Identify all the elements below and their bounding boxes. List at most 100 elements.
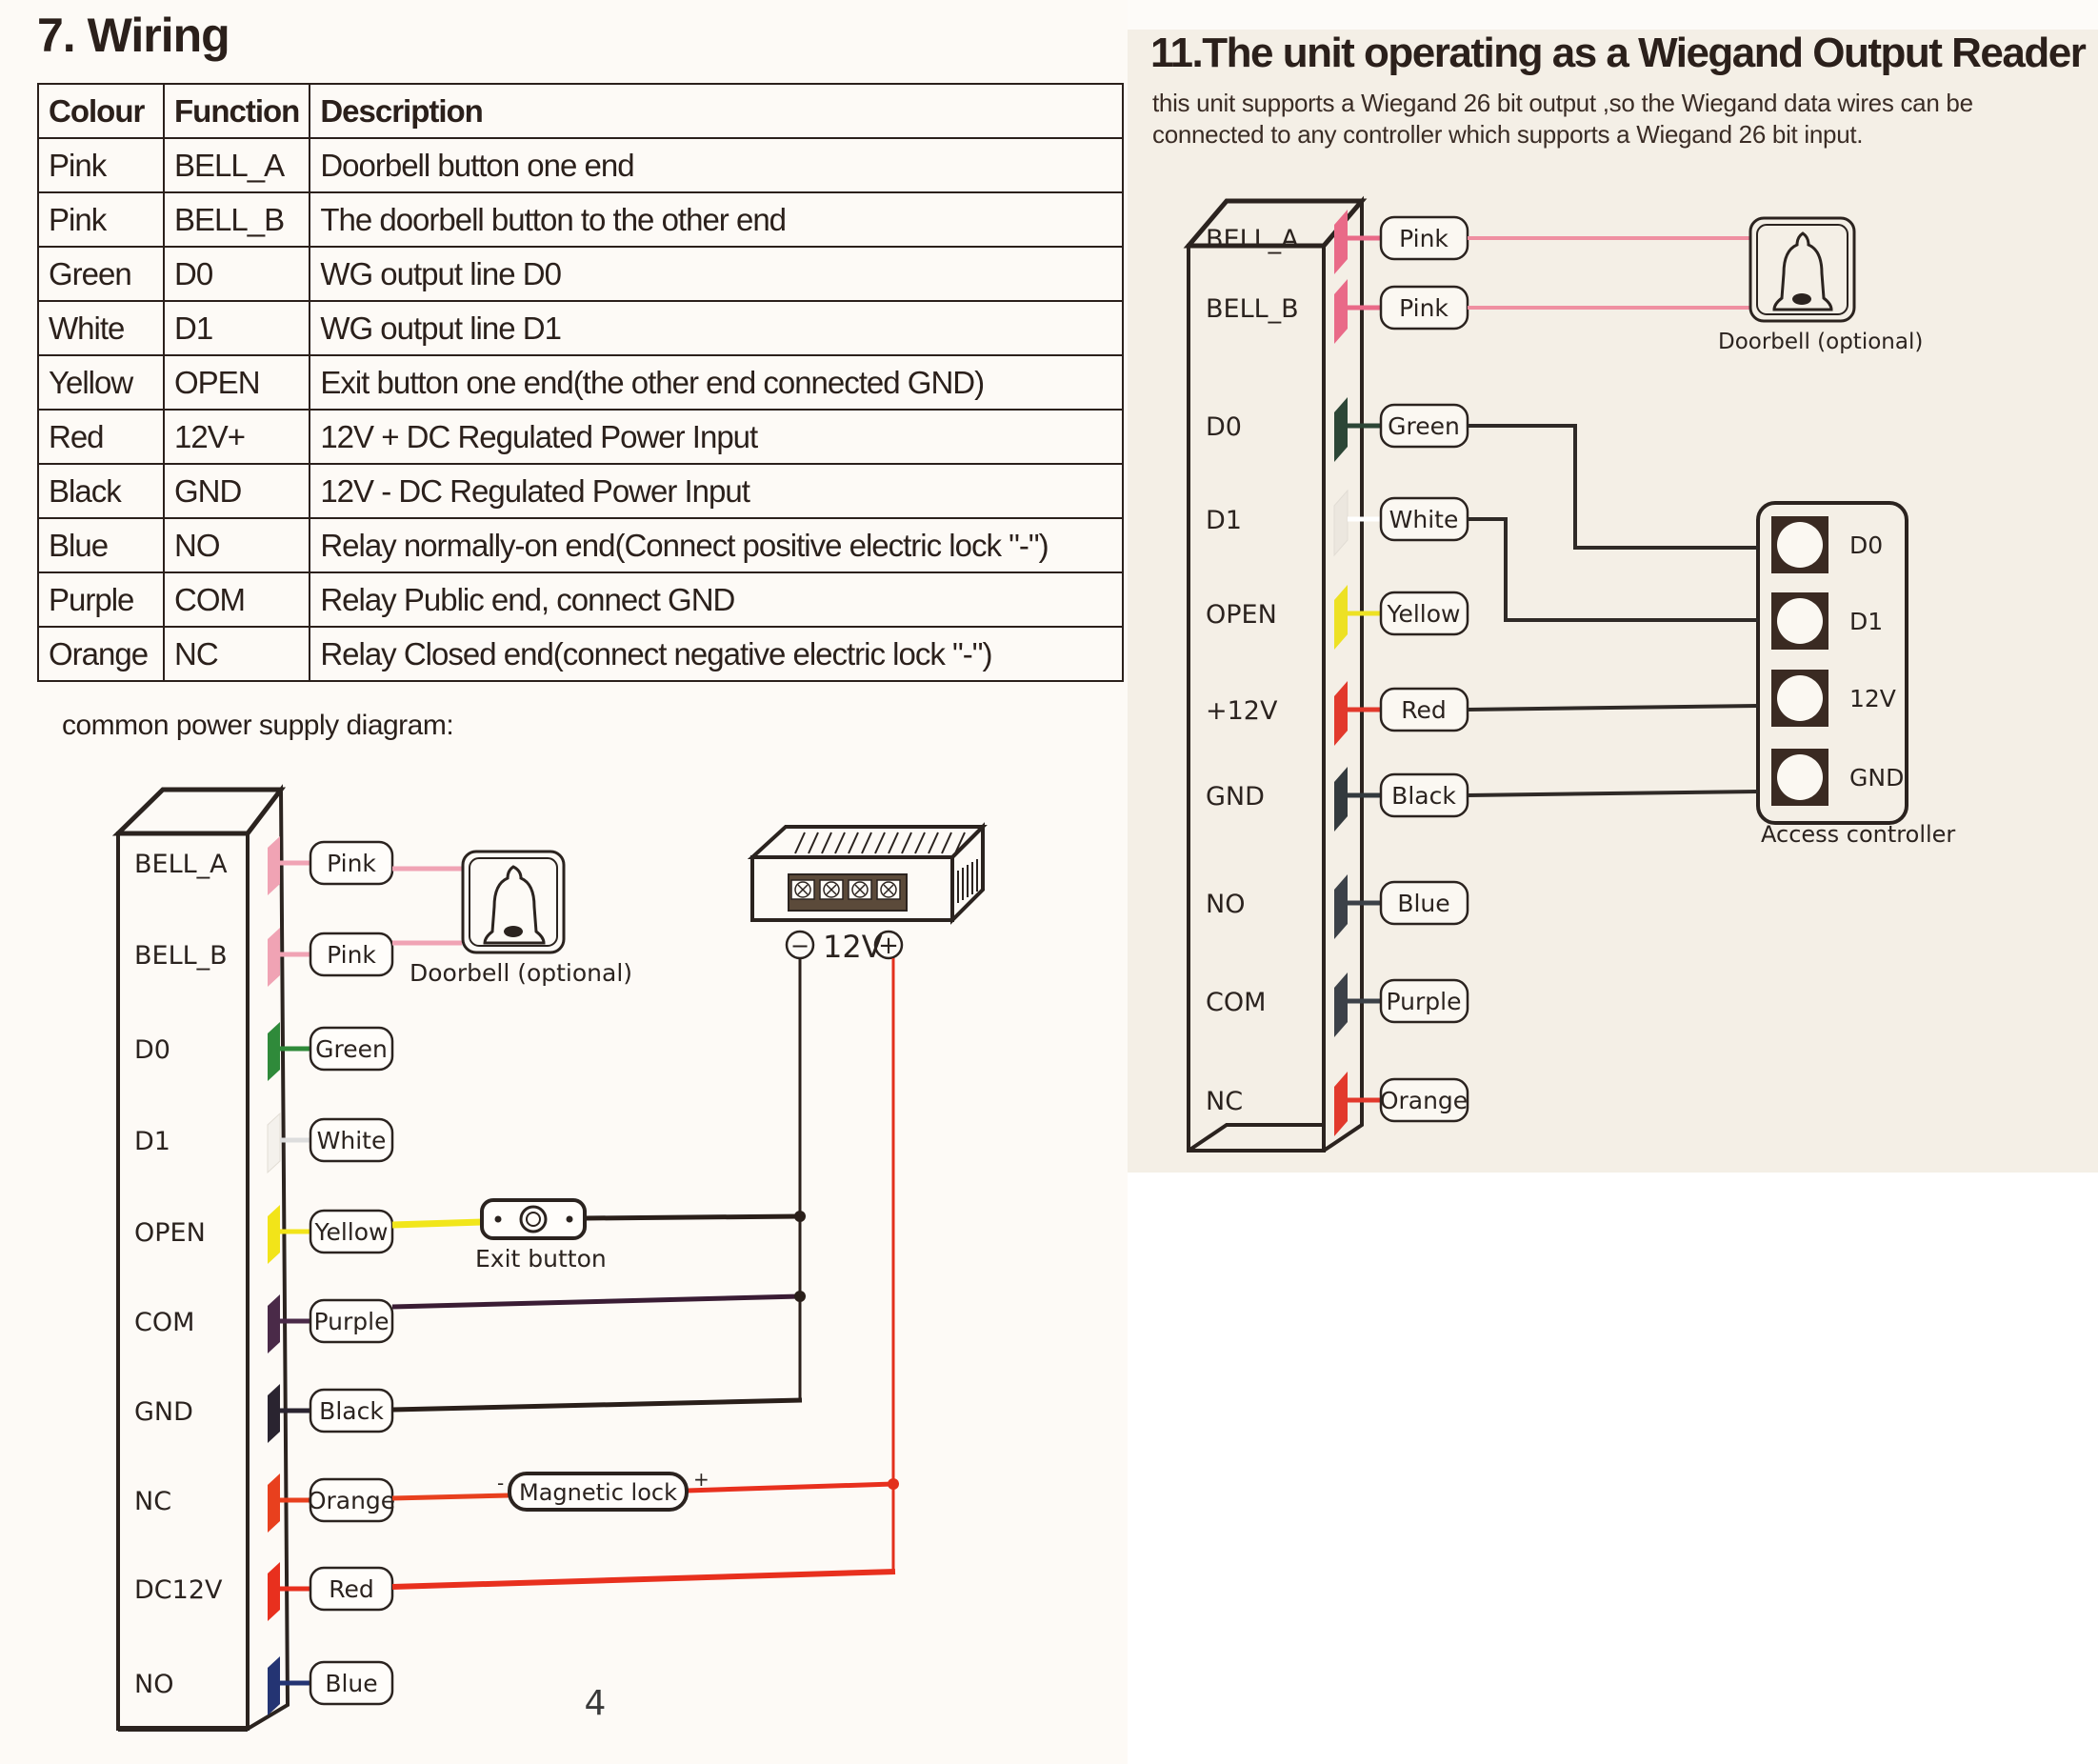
- device-side-face: [246, 784, 290, 1731]
- maglock-plus: +: [693, 1468, 709, 1491]
- power-diagram-caption: common power supply diagram:: [62, 710, 454, 741]
- cell-function: OPEN: [162, 354, 311, 411]
- maglock-to-positive-wire: [686, 1481, 894, 1493]
- wire-swatch: [268, 1022, 280, 1081]
- access-controller-label: Access controller: [1761, 821, 1955, 848]
- wire-swatch: [1334, 874, 1348, 939]
- controller-terminal-label: D1: [1849, 608, 1883, 635]
- wire-color-tag: [309, 1477, 394, 1523]
- cell-colour: Red: [37, 409, 165, 465]
- wire-color-tag-label: Yellow: [314, 1218, 389, 1246]
- cell-function: NC: [162, 626, 311, 682]
- wire-color-tag-label: Green: [315, 1035, 388, 1063]
- wire-color-tag-label: Orange: [308, 1487, 395, 1514]
- pin-label: NC: [134, 1487, 171, 1516]
- cell-colour: Black: [37, 463, 165, 519]
- wire-swatch: [1334, 397, 1348, 462]
- wiegand-description-line-1: this unit supports a Wiegand 26 bit outp…: [1152, 89, 1973, 117]
- doorbell-label: Doorbell (optional): [410, 959, 632, 987]
- reader-device: [111, 784, 290, 1732]
- wire-color-tag-label: Red: [1401, 696, 1447, 724]
- pin-label: BELL_A: [134, 850, 228, 879]
- wire-swatch: [268, 1294, 280, 1353]
- wire-color-tag-label: Green: [1388, 412, 1460, 440]
- cell-function: BELL_B: [162, 191, 311, 248]
- pin-label: COM: [1206, 988, 1266, 1017]
- junction-dot: [794, 1211, 806, 1222]
- com-to-ground-wire: [391, 1293, 801, 1310]
- pin-label: NO: [134, 1670, 173, 1699]
- wire-swatch: [268, 1473, 280, 1533]
- wiegand-panel: 11.The unit operating as a Wiegand Outpu…: [1128, 30, 2098, 1173]
- cell-description: Doorbell button one end: [309, 137, 1124, 193]
- magnetic-lock-label: Magnetic lock: [519, 1479, 677, 1506]
- cell-description: The doorbell button to the other end: [309, 191, 1124, 248]
- wire-swatch: [1334, 681, 1348, 746]
- controller-terminal-label: 12V: [1849, 685, 1896, 712]
- wire-color-tag: [309, 1026, 394, 1072]
- cell-function: BELL_A: [162, 137, 311, 193]
- cell-colour: Green: [37, 246, 165, 302]
- cell-colour: Purple: [37, 571, 165, 628]
- wire-swatch: [268, 836, 280, 895]
- orange-wire: [391, 1493, 510, 1501]
- pin-label: GND: [1206, 782, 1265, 812]
- wire-color-tag-label: Pink: [1399, 225, 1449, 252]
- wiegand-section-title: 11.The unit operating as a Wiegand Outpu…: [1150, 30, 2087, 76]
- gnd-to-psu-wire: [391, 1397, 803, 1413]
- cell-description: WG output line D0: [309, 246, 1124, 302]
- pin-label: DC12V: [134, 1575, 223, 1605]
- wire-color-tag: [1379, 978, 1469, 1024]
- wire-color-tag: [1379, 1077, 1469, 1123]
- wire-swatch: [1333, 489, 1349, 557]
- cell-colour: Orange: [37, 626, 165, 682]
- device-top-face: [111, 787, 287, 836]
- cell-function: NO: [162, 517, 311, 573]
- wire-swatch: [268, 1205, 280, 1264]
- wire-color-tag-label: Purple: [1387, 988, 1462, 1015]
- wiegand-description-line-2: connected to any controller which suppor…: [1152, 120, 1864, 149]
- table-header-row: Colour Function Description: [37, 83, 1124, 139]
- wire-color-tag-label: Pink: [327, 941, 376, 969]
- wire-swatch: [1334, 585, 1348, 650]
- wire-swatch: [268, 1562, 280, 1621]
- psu-plus-terminal-icon: [873, 930, 904, 960]
- wire-swatch: [1334, 767, 1348, 832]
- wiring-section-title: 7. Wiring: [37, 9, 230, 62]
- wire-color-tag-label: Black: [319, 1397, 384, 1425]
- exit-button-label: Exit button: [475, 1245, 607, 1273]
- exit-button-icon: [480, 1198, 587, 1240]
- cell-colour: Yellow: [37, 354, 165, 411]
- red-12v-wire: [1467, 704, 1759, 712]
- white-d1-wire: [1468, 517, 1758, 622]
- magnetic-lock-icon: [508, 1472, 689, 1512]
- wire-color-tag-label: Purple: [314, 1308, 390, 1335]
- page-number: 4: [585, 1684, 607, 1723]
- wire-color-tag-label: Yellow: [1387, 600, 1461, 628]
- cell-function: GND: [162, 463, 311, 519]
- header-function: Function: [162, 83, 311, 139]
- wire-swatch: [268, 1656, 280, 1715]
- doorbell-icon: [461, 850, 566, 954]
- exit-to-ground-wire: [584, 1213, 801, 1221]
- pin-label: D1: [134, 1127, 170, 1156]
- wire-color-tag-label: White: [1389, 506, 1459, 533]
- wire-color-tag-label: Black: [1391, 782, 1456, 810]
- junction-dot: [794, 1291, 806, 1302]
- wire-color-tag-label: Red: [329, 1575, 374, 1603]
- cell-description: Relay Closed end(connect negative electr…: [309, 626, 1124, 682]
- psu-voltage-label: 12V: [823, 929, 883, 965]
- wire-swatch: [1334, 972, 1348, 1037]
- pin-label: +12V: [1206, 696, 1278, 726]
